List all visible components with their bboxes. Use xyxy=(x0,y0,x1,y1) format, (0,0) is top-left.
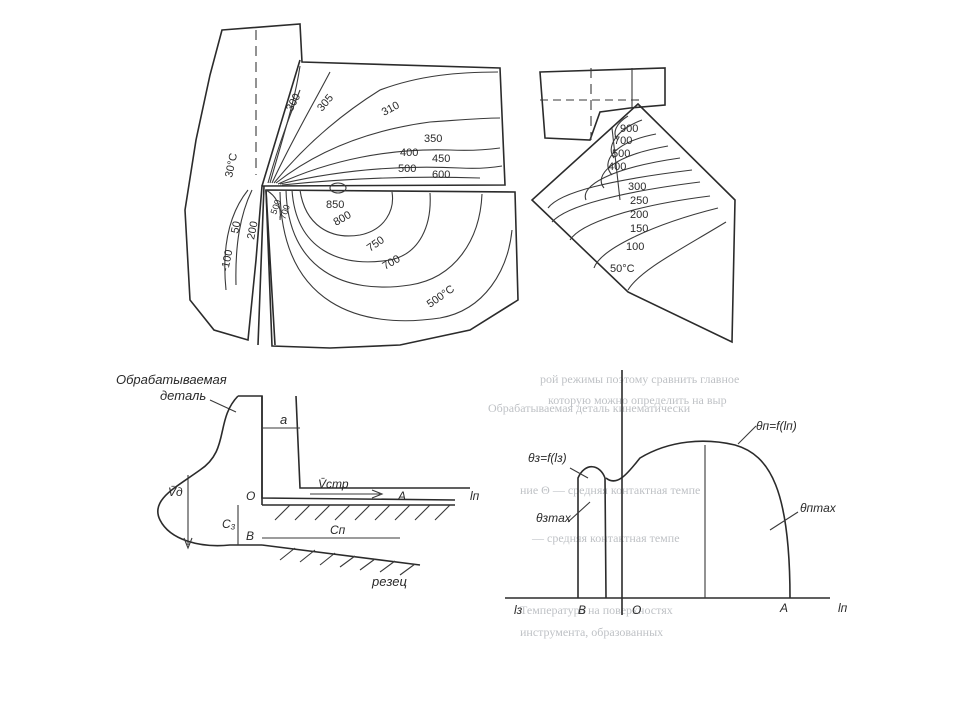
chip-isotherms xyxy=(267,65,503,186)
tool-rhombus xyxy=(530,102,736,344)
leader-theta-zmax xyxy=(567,501,591,523)
label-b: B xyxy=(246,529,254,543)
label-a-point: A xyxy=(397,489,406,503)
iso-label-tip-700: 700 xyxy=(277,203,292,221)
ghost-line-4: ние Θ — средняя контактная темпе xyxy=(520,483,700,497)
tool-inner-line xyxy=(611,127,621,201)
vd-arrow xyxy=(183,475,193,550)
tool-iso-900: 900 xyxy=(620,123,638,135)
iso-label-310: 310 xyxy=(380,99,402,118)
workpiece-outline xyxy=(265,189,519,349)
left-isotherm-2 xyxy=(224,189,249,291)
ghost-line-6: Температура на поверхностях xyxy=(520,603,673,617)
left-isotherm-1 xyxy=(235,189,253,286)
chip-contour xyxy=(261,395,470,505)
label-ln: lп xyxy=(470,489,480,503)
tool-iso-150: 150 xyxy=(630,223,648,235)
iso-label-30c: 30°C xyxy=(223,152,240,179)
figure-tool-temperature-field: 900 700 500 400 300 250 200 150 100 50°C xyxy=(530,67,736,344)
workpiece-leader xyxy=(209,399,237,413)
ghost-line-2: которую можно определить на выр xyxy=(548,393,727,407)
tool-iso-250: 250 xyxy=(630,195,648,207)
figure-cutting-zone-temperature-field: 300 305 310 350 400 450 500 600 850 800 … xyxy=(184,23,519,349)
leader-theta-z xyxy=(569,467,589,479)
tool-edge xyxy=(257,185,276,346)
chip-outline xyxy=(184,23,506,342)
tool-isotherms xyxy=(547,115,727,291)
iso-label-500: 500 xyxy=(398,163,416,175)
iso-label-400: 400 xyxy=(400,147,418,159)
label-vd: V̄д xyxy=(168,485,183,499)
tip-isotherm xyxy=(265,189,281,221)
figure-contact-scheme: Обрабатываемая деталь a V̄д V̄стр O A B … xyxy=(116,372,480,589)
label-theta-n: θп=f(lп) xyxy=(756,419,797,433)
iso-label-500c: 500°C xyxy=(425,283,457,310)
label-theta-z: θз=f(lз) xyxy=(528,451,567,465)
workpiece-label-line1: Обрабатываемая xyxy=(116,372,227,387)
iso-label-200: 200 xyxy=(245,220,261,240)
vstr-arrow xyxy=(310,489,384,499)
flank-hatch xyxy=(279,547,416,576)
label-ln-axis: lп xyxy=(838,601,848,615)
tool-iso-50c: 50°C xyxy=(610,263,635,275)
iso-label-850: 850 xyxy=(326,199,344,211)
iso-label-600: 600 xyxy=(432,169,450,181)
iso-label-450: 450 xyxy=(432,153,450,165)
workpiece-boundary xyxy=(157,395,456,547)
tool-iso-400: 400 xyxy=(608,161,626,173)
ghost-line-1: рой режимы поэтому сравнить главное xyxy=(540,372,739,386)
label-cn: Cп xyxy=(330,523,346,537)
figure-contact-temperature-graph: θз=f(lз) θп=f(lп) θзmax θпmax lз B O A l… xyxy=(505,370,848,617)
curve-theta-n xyxy=(605,440,791,599)
tool-iso-100: 100 xyxy=(626,241,644,253)
workpiece-label-line2: деталь xyxy=(160,388,206,403)
label-cz: C₃ xyxy=(222,517,236,531)
label-vstr: V̄стр xyxy=(318,477,349,491)
ghost-line-7: инструмента, образованных xyxy=(520,625,663,639)
chip-block xyxy=(539,67,666,141)
label-theta-zmax: θзmax xyxy=(536,511,572,525)
label-o-axis: O xyxy=(632,603,641,617)
iso-label-750: 750 xyxy=(365,234,387,254)
iso-label-50: 50 xyxy=(229,220,243,234)
iso-label-800: 800 xyxy=(332,209,354,229)
iso-label-305: 305 xyxy=(315,92,336,114)
curve-theta-z xyxy=(577,465,607,599)
workpiece-isotherms xyxy=(279,182,513,322)
label-o: O xyxy=(246,489,255,503)
tool-iso-200: 200 xyxy=(630,209,648,221)
bleed-through-text: рой режимы поэтому сравнить главное кото… xyxy=(488,372,739,639)
label-b-axis: B xyxy=(578,603,586,617)
shear-plane xyxy=(261,59,301,187)
rake-hatch xyxy=(274,504,451,521)
tool-iso-300: 300 xyxy=(628,181,646,193)
iso-label-350: 350 xyxy=(424,133,442,145)
iso-label-700: 700 xyxy=(381,253,403,273)
iso-label-300: 300 xyxy=(284,92,303,114)
leader-theta-nmax xyxy=(769,511,799,531)
ghost-line-3: Обрабатываемая деталь кинематически xyxy=(488,401,691,415)
iso-label-tip-500: 500 xyxy=(268,198,283,216)
label-cutter: резец xyxy=(371,574,407,589)
leader-theta-n xyxy=(737,425,757,445)
label-a: a xyxy=(280,412,287,427)
label-lz: lз xyxy=(514,603,523,617)
tool-iso-500: 500 xyxy=(612,148,630,160)
tool-iso-700: 700 xyxy=(614,135,632,147)
label-a-axis: A xyxy=(779,601,788,615)
label-theta-nmax: θпmax xyxy=(800,501,837,515)
iso-label-minus100: -100 xyxy=(219,249,235,273)
